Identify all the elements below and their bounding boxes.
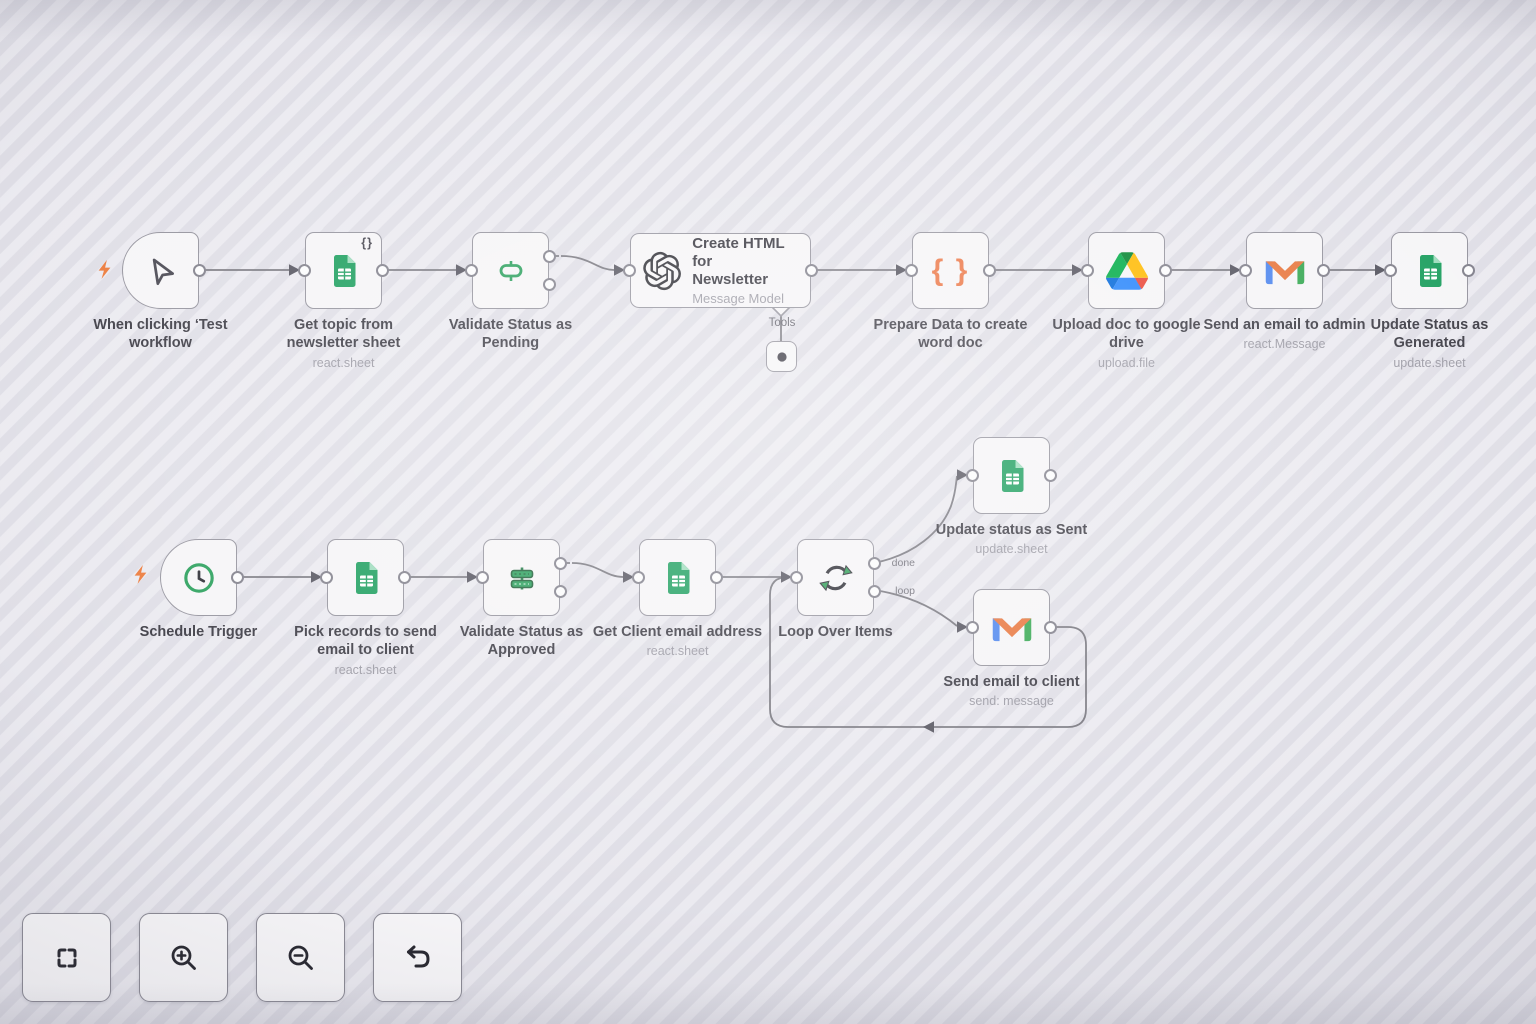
- braces-icon: { }: [931, 253, 970, 287]
- undo-icon: [406, 945, 429, 967]
- input-port[interactable]: [298, 264, 311, 277]
- output-port[interactable]: [1317, 264, 1330, 277]
- node-validate-status-approved[interactable]: Validate Status as Approved: [460, 539, 583, 658]
- zoom-out-icon: [288, 945, 313, 970]
- tools-port-label: Tools: [768, 317, 796, 329]
- node-tool-subnode[interactable]: [766, 341, 797, 372]
- google-sheets-icon: [667, 561, 689, 594]
- gmail-icon: [1265, 260, 1304, 284]
- node-pick-records[interactable]: Pick records to send email to client rea…: [294, 539, 437, 677]
- node-send-email-client[interactable]: Send email to client send: message: [943, 589, 1080, 708]
- node-schedule-trigger[interactable]: Schedule Trigger: [140, 539, 257, 640]
- signpost-icon: [499, 260, 522, 281]
- node-send-email-admin[interactable]: Send an email to admin react.Message: [1204, 232, 1365, 351]
- google-drive-icon: [1105, 251, 1148, 290]
- input-port[interactable]: [465, 264, 478, 277]
- google-sheets-icon: [1419, 254, 1441, 287]
- input-port[interactable]: [1239, 264, 1252, 277]
- loop-icon: [818, 564, 853, 591]
- tool-blob-icon: [776, 351, 787, 362]
- output-port[interactable]: [1044, 469, 1057, 482]
- input-port[interactable]: [790, 571, 803, 584]
- node-loop-over-items[interactable]: done loop Loop Over Items: [778, 539, 915, 640]
- output-port[interactable]: [983, 264, 996, 277]
- output-port-false[interactable]: [554, 585, 567, 598]
- zoom-out-button[interactable]: [256, 913, 345, 1002]
- input-port[interactable]: [905, 264, 918, 277]
- output-port-done[interactable]: [868, 557, 881, 570]
- undo-button[interactable]: [373, 913, 462, 1002]
- output-port[interactable]: [193, 264, 206, 277]
- node-get-topic-from-newsletter-sheet[interactable]: {} Get topic from newsletter sheet react…: [287, 232, 400, 370]
- output-port[interactable]: [376, 264, 389, 277]
- connection-arrowheads: [289, 264, 1386, 733]
- google-sheets-icon: [1001, 459, 1023, 492]
- output-port-false[interactable]: [543, 278, 556, 291]
- google-sheets-icon: [355, 561, 377, 594]
- output-port[interactable]: [710, 571, 723, 584]
- node-upload-doc-google-drive[interactable]: Upload doc to google drive upload.file: [1052, 232, 1201, 370]
- output-port-loop[interactable]: [868, 585, 881, 598]
- output-port[interactable]: [805, 264, 818, 277]
- pinned-data-badge: {}: [361, 236, 373, 250]
- signpost-double-icon: [510, 567, 533, 589]
- openai-icon: [643, 251, 681, 290]
- zoom-in-button[interactable]: [139, 913, 228, 1002]
- node-validate-status-pending[interactable]: Validate Status as Pending: [449, 232, 572, 351]
- cursor-icon: [152, 258, 174, 285]
- google-sheets-icon: [333, 254, 355, 287]
- input-port[interactable]: [320, 571, 333, 584]
- output-port[interactable]: [398, 571, 411, 584]
- output-port[interactable]: [1462, 264, 1475, 277]
- input-port[interactable]: [966, 469, 979, 482]
- output-port-true[interactable]: [554, 557, 567, 570]
- trigger-bolt-icon: [134, 565, 147, 584]
- zoom-in-icon: [171, 945, 196, 970]
- fit-view-icon: [57, 948, 76, 967]
- clock-icon: [183, 562, 214, 593]
- input-port[interactable]: [1081, 264, 1094, 277]
- output-port[interactable]: [231, 571, 244, 584]
- input-port[interactable]: [966, 621, 979, 634]
- node-when-clicking-test-workflow[interactable]: When clicking ‘Test workflow: [93, 232, 228, 351]
- input-port[interactable]: [623, 264, 636, 277]
- input-port[interactable]: [1384, 264, 1397, 277]
- output-port-true[interactable]: [543, 250, 556, 263]
- node-update-status-generated[interactable]: Update Status as Generated update.sheet: [1371, 232, 1488, 370]
- node-sublabel: Message Model: [692, 291, 784, 306]
- node-prepare-data-word-doc[interactable]: { } Prepare Data to create word doc: [874, 232, 1027, 351]
- node-create-html-for-newsletter[interactable]: Create HTML for Newsletter Message Model: [623, 233, 818, 308]
- trigger-bolt-icon: [98, 260, 111, 279]
- output-port[interactable]: [1044, 621, 1057, 634]
- input-port[interactable]: [476, 571, 489, 584]
- node-get-client-email[interactable]: Get Client email address react.sheet: [593, 539, 762, 658]
- output-port[interactable]: [1159, 264, 1172, 277]
- fit-view-button[interactable]: [22, 913, 111, 1002]
- gmail-icon: [992, 617, 1031, 641]
- node-update-status-sent[interactable]: Update status as Sent update.sheet: [936, 437, 1087, 556]
- input-port[interactable]: [632, 571, 645, 584]
- node-title: Create HTML for Newsletter: [692, 235, 785, 288]
